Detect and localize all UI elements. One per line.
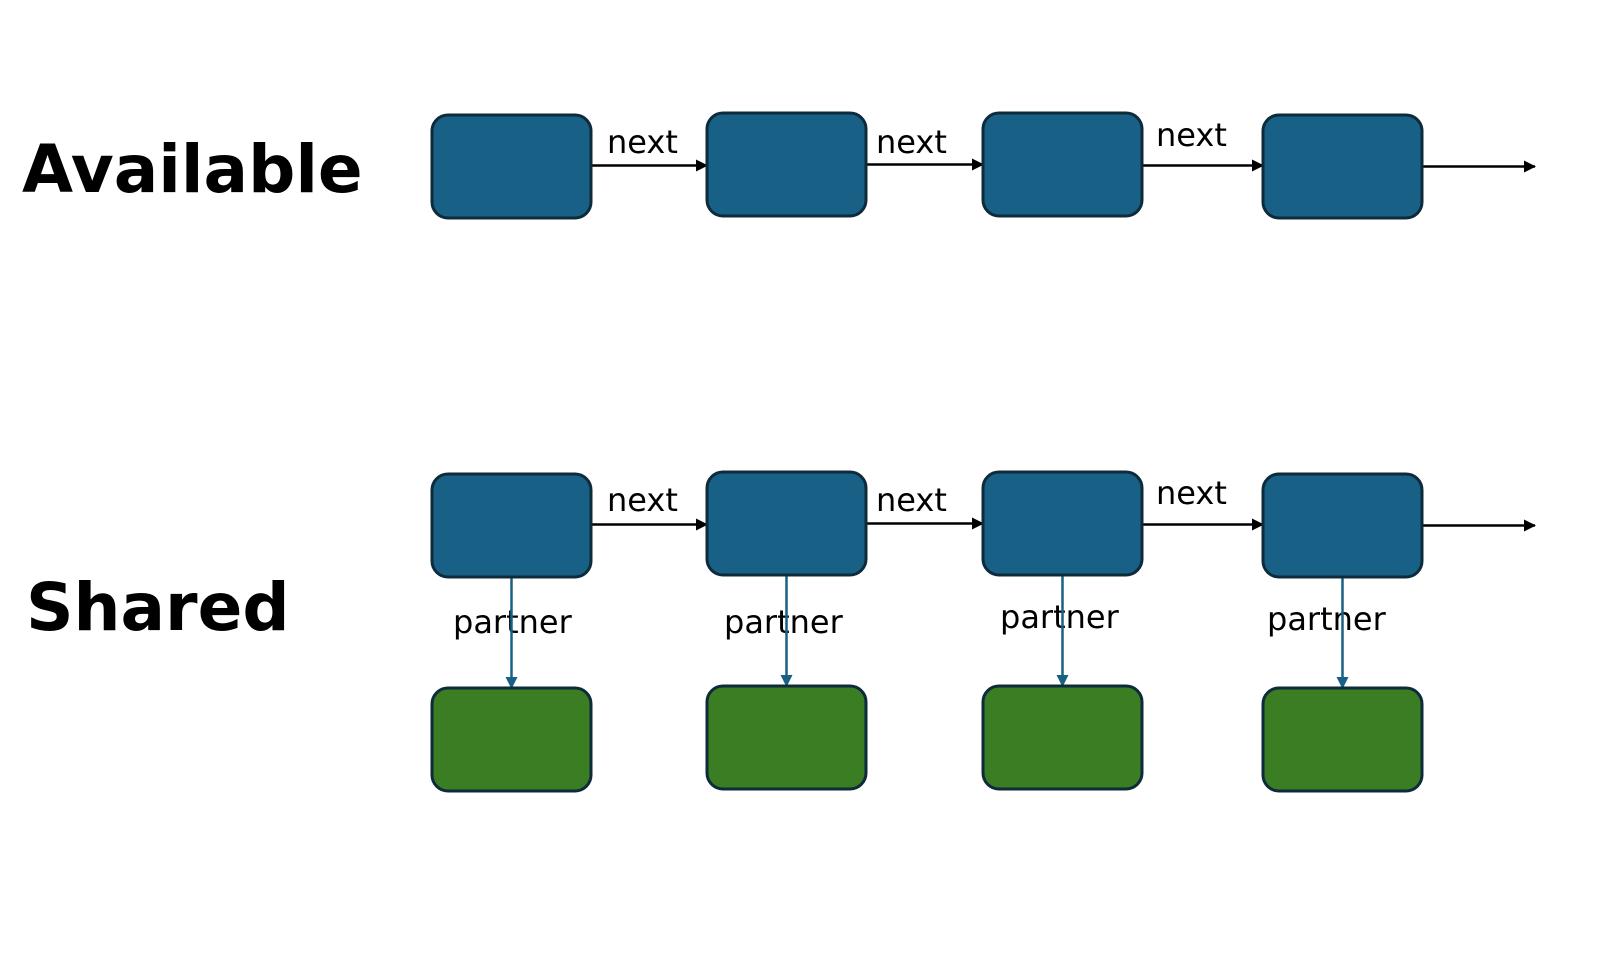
- shared-node-2: [705, 470, 868, 577]
- edges: [505, 158, 1536, 689]
- shared-partner-node-2: [705, 684, 868, 791]
- shared-partner-label-4: partner: [1267, 600, 1387, 638]
- shared-next-label-1: next: [607, 481, 678, 519]
- available-node-3: [981, 111, 1144, 218]
- shared-row-title: Shared: [26, 569, 290, 646]
- shared-node-4: [1261, 472, 1424, 579]
- shared-partner-label-2: partner: [724, 603, 844, 641]
- available-node-4: [1261, 113, 1424, 220]
- available-next-label-3: next: [1156, 116, 1227, 154]
- shared-next-label-2: next: [876, 481, 947, 519]
- shared-partner-label-3: partner: [1000, 598, 1120, 636]
- shared-partner-node-1: [430, 686, 593, 793]
- available-next-label-2: next: [876, 123, 947, 161]
- shared-next-label-3: next: [1156, 474, 1227, 512]
- shared-node-3: [981, 470, 1144, 577]
- available-node-1: [430, 113, 593, 220]
- available-node-2: [705, 111, 868, 218]
- nodes: [430, 111, 1424, 793]
- shared-partner-node-3: [981, 684, 1144, 791]
- available-row-title: Available: [22, 131, 363, 208]
- shared-partner-label-1: partner: [453, 603, 573, 641]
- shared-partner-node-4: [1261, 686, 1424, 793]
- available-next-label-1: next: [607, 123, 678, 161]
- shared-node-1: [430, 472, 593, 579]
